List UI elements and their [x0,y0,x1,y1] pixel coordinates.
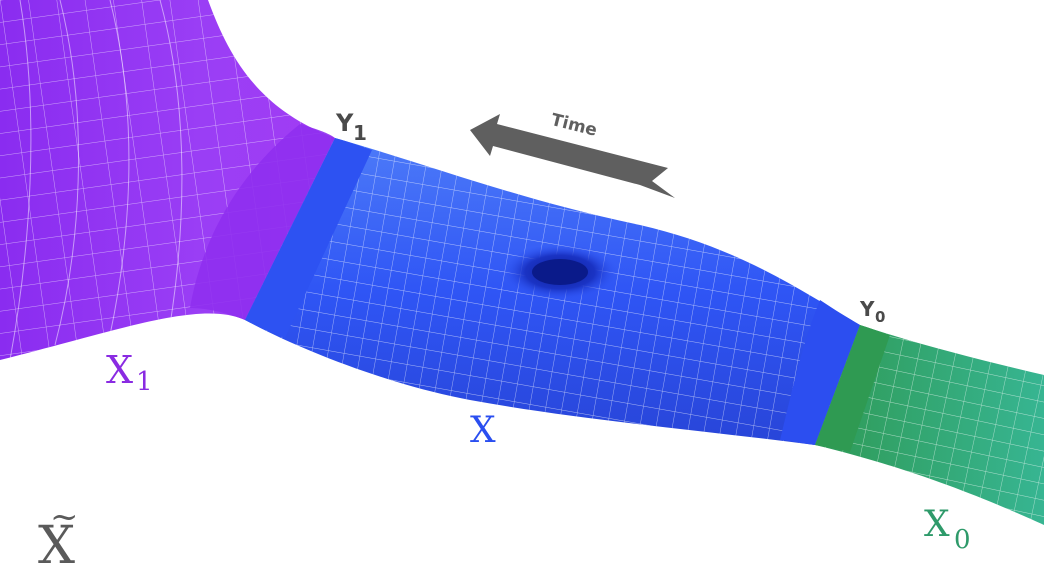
y1-label: Y 1 [335,109,367,145]
y0-label: Y 0 [859,297,885,326]
x1-label: X 1 [106,348,153,397]
x0-subscript: 0 [954,525,971,555]
region-x [245,138,860,445]
xtilde-mark: ~ [50,497,79,537]
y0-subscript: 0 [875,308,885,326]
time-arrow: Time [470,110,675,198]
x1-text: X [106,348,133,392]
x0-text: X [924,504,950,545]
x0-label: X 0 [924,504,971,555]
y1-subscript: 1 [353,121,367,145]
xtilde-text: X [38,516,75,569]
y1-text: Y [335,109,354,137]
x1-subscript: 1 [136,367,153,397]
time-label: Time [549,110,599,141]
x-label: X [470,410,496,451]
y0-text: Y [859,297,875,321]
xtilde-label: ~ X [38,497,79,569]
